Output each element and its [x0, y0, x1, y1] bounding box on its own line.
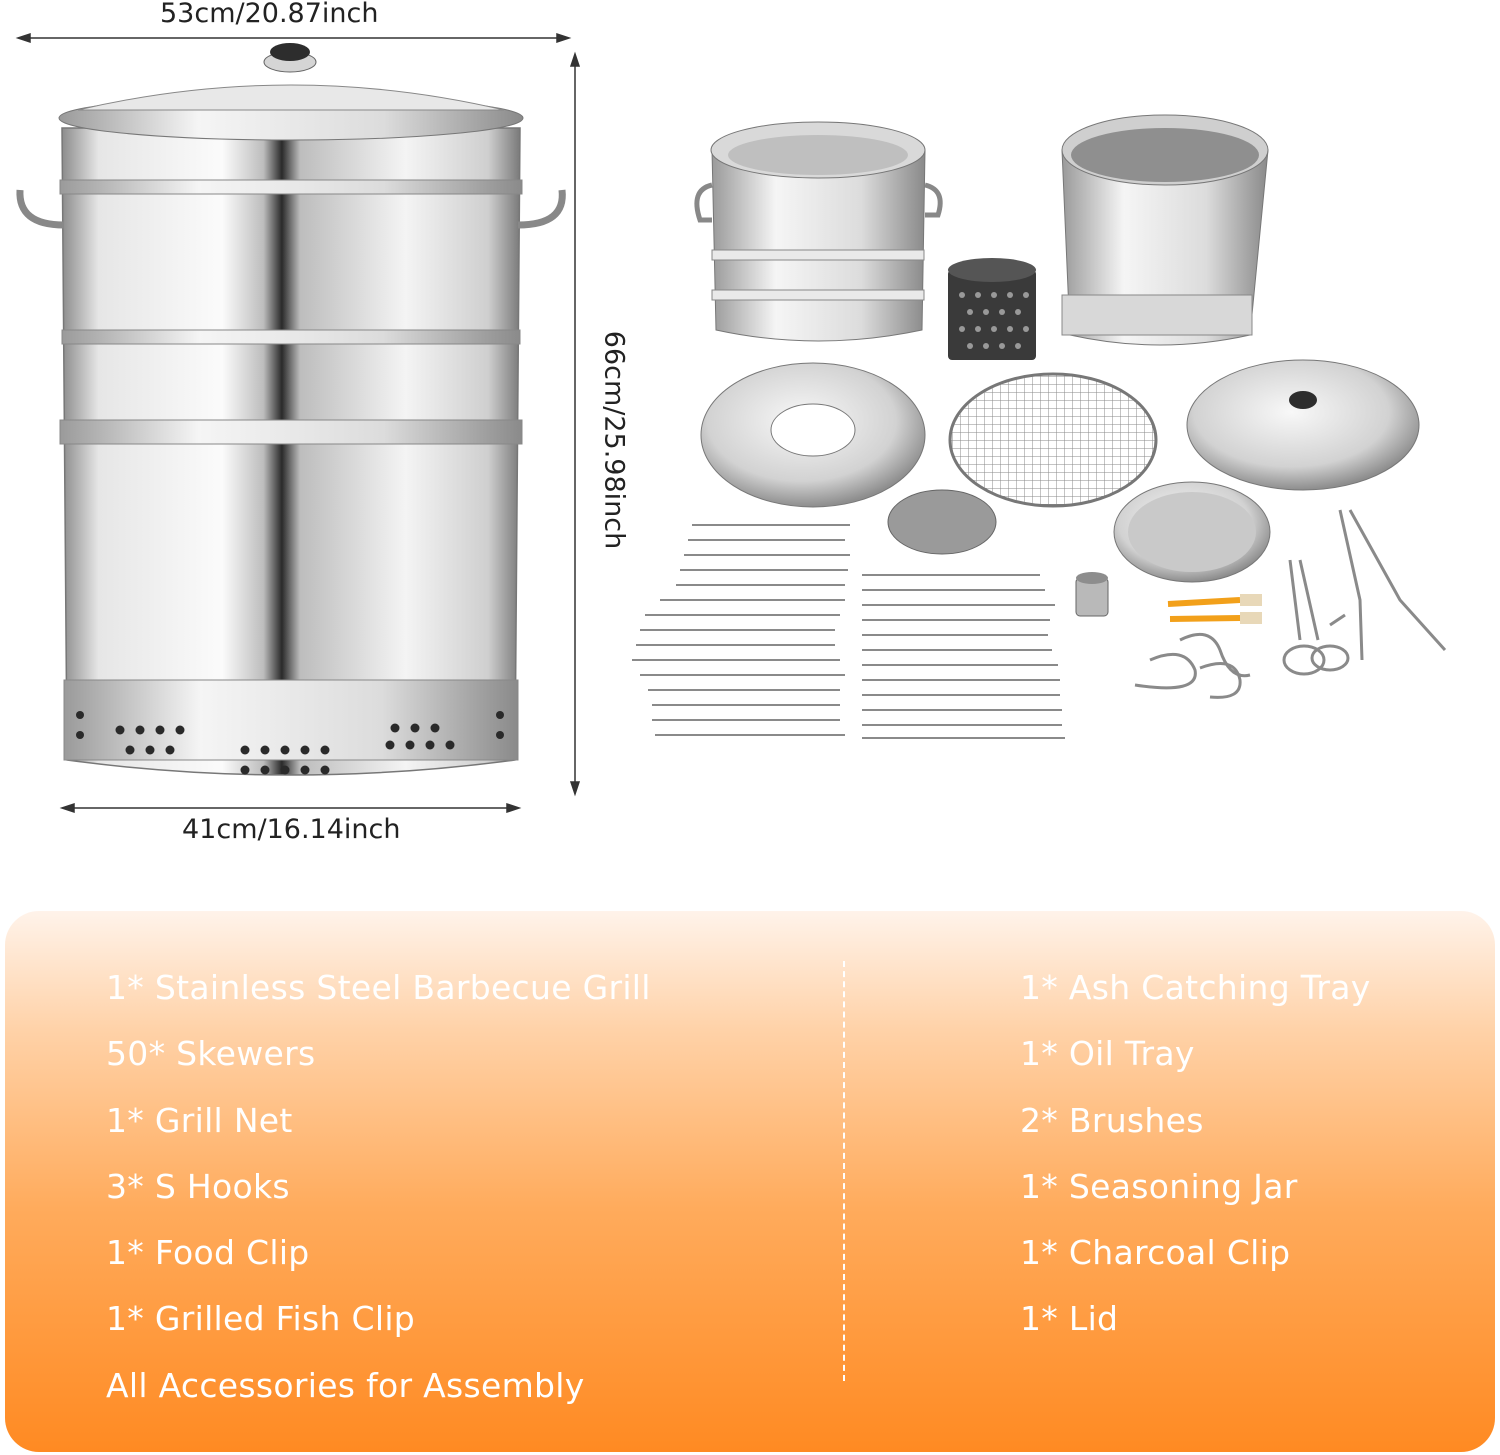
charcoal-basket [948, 258, 1036, 360]
list-item: 1* Lid [1020, 1299, 1119, 1339]
lower-barrel [1061, 114, 1269, 346]
bottom-width-label: 41cm/16.14inch [182, 814, 401, 845]
list-item: 1* Ash Catching Tray [1020, 968, 1371, 1007]
list-item: 1* Oil Tray [1020, 1034, 1195, 1074]
column-divider [843, 961, 845, 1381]
brushes [1167, 594, 1262, 624]
top-width-label: 53cm/20.87inch [160, 0, 379, 29]
skewers [632, 524, 1065, 739]
list-item: 2* Brushes [1020, 1100, 1204, 1140]
s-hooks [1134, 632, 1251, 699]
package-list-panel: 1* Stainless Steel Barbecue Grill 50* Sk… [5, 911, 1495, 1452]
charcoal-clip [1329, 509, 1447, 661]
list-item: 1* Grill Net [106, 1100, 293, 1140]
list-item: 1* Grilled Fish Clip [106, 1299, 416, 1339]
list-item: 1* Charcoal Clip [1020, 1233, 1291, 1273]
list-item: 1* Food Clip [106, 1233, 310, 1273]
small-disc [887, 489, 997, 555]
steamer-pot [694, 121, 943, 342]
list-item: 1* Stainless Steel Barbecue Grill [106, 968, 651, 1007]
grill-net [948, 372, 1158, 508]
height-label: 66cm/25.98inch [598, 330, 630, 550]
package-list-left: 1* Stainless Steel Barbecue Grill 50* Sk… [106, 955, 651, 1419]
oil-tray [1113, 481, 1271, 583]
list-item: 3* S Hooks [106, 1166, 290, 1206]
lid [1186, 359, 1420, 491]
product-illustration [15, 32, 1447, 814]
list-item: All Accessories for Assembly [106, 1365, 585, 1405]
package-list-right: 1* Ash Catching Tray 1* Oil Tray 2* Brus… [1020, 955, 1371, 1353]
ash-catching-tray [700, 362, 926, 508]
seasoning-jar [1075, 572, 1109, 617]
dimension-arrows [15, 32, 581, 814]
list-item: 1* Seasoning Jar [1020, 1166, 1298, 1206]
grill-body [16, 43, 566, 776]
food-clip [1282, 559, 1350, 676]
list-item: 50* Skewers [106, 1034, 316, 1074]
